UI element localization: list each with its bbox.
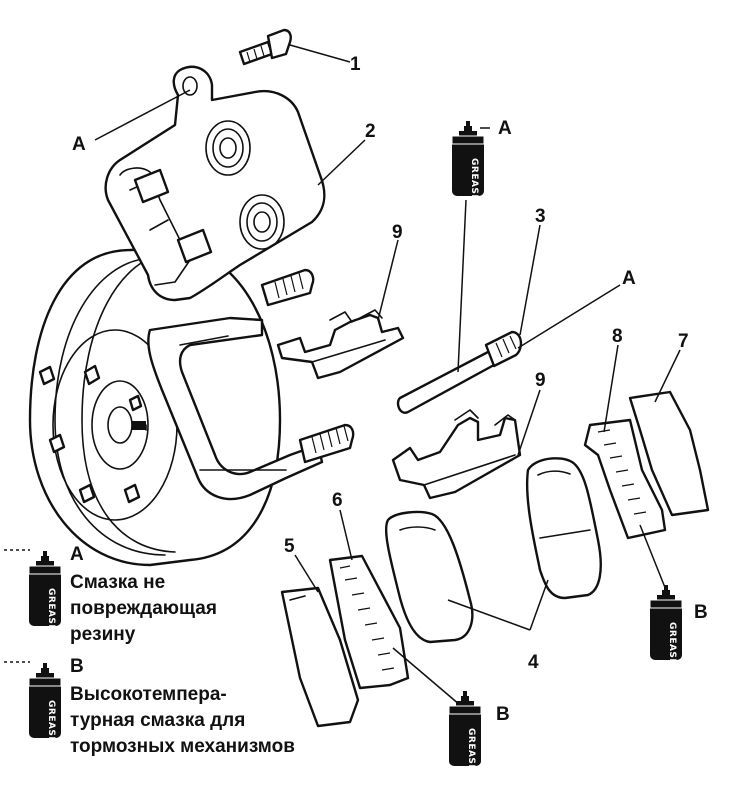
callout-9-lower: 9 — [535, 370, 546, 391]
brake-disc — [28, 246, 282, 567]
svg-text:GREASE: GREASE — [469, 158, 479, 201]
callout-6: 6 — [332, 490, 343, 511]
callout-9-upper: 9 — [392, 222, 403, 243]
svg-text:GREASE: GREASE — [46, 588, 56, 631]
caliper-pistons — [205, 120, 285, 250]
callout-B-right: B — [694, 602, 708, 623]
callout-B-bottom: B — [496, 704, 510, 725]
legend-b-line-2: турная смазка для — [70, 710, 245, 731]
legend-a-line-1: Смазка не — [70, 572, 165, 593]
legend: A Смазка не повреждающая резину B Высоко… — [70, 544, 295, 757]
svg-text:GREASE: GREASE — [466, 728, 476, 771]
callout-A-grease: A — [498, 118, 512, 139]
legend-b-letter: B — [70, 656, 84, 677]
leader-lines — [94, 44, 681, 706]
legend-a-line-2: повреждающая — [70, 598, 217, 619]
svg-text:GREASE: GREASE — [667, 622, 677, 665]
pad-shim-8 — [583, 418, 667, 540]
callout-2: 2 — [365, 121, 376, 142]
anti-rattle-clip-lower — [391, 409, 522, 500]
callout-8: 8 — [612, 326, 623, 347]
anti-rattle-clip-upper — [276, 309, 405, 380]
callout-4: 4 — [528, 652, 539, 673]
brake-pad-right — [525, 457, 602, 600]
pad-shim-7 — [628, 390, 710, 517]
legend-a-letter: A — [70, 544, 84, 565]
wheel-studs — [38, 364, 143, 504]
legend-b-line-1: Высокотемпера- — [70, 684, 227, 705]
pad-shim-5 — [280, 586, 360, 728]
caliper-bracket — [147, 268, 355, 501]
legend-grease-can-B: GREASE — [28, 662, 62, 743]
legend-b-line-3: тормозных механизмов — [70, 736, 295, 757]
callout-3: 3 — [535, 206, 546, 227]
brake-pad-left — [384, 510, 474, 644]
callout-A-pin: A — [622, 268, 636, 289]
guide-pin — [396, 330, 523, 414]
callout-1: 1 — [350, 54, 361, 75]
legend-a-line-3: резину — [70, 624, 136, 645]
callout-A-caliper: A — [72, 134, 86, 155]
callout-7: 7 — [678, 331, 689, 352]
grease-can-right-B: GREASE — [649, 584, 683, 665]
caliper-bolt — [238, 28, 292, 66]
grease-can-top-A: GREASE — [451, 120, 485, 201]
caliper-body — [104, 65, 326, 302]
callout-5: 5 — [284, 536, 295, 557]
legend-grease-can-A: GREASE — [28, 550, 62, 631]
svg-text:GREASE: GREASE — [46, 700, 56, 743]
pad-shim-6 — [328, 554, 410, 690]
grease-can-bottom-B: GREASE — [448, 690, 482, 771]
